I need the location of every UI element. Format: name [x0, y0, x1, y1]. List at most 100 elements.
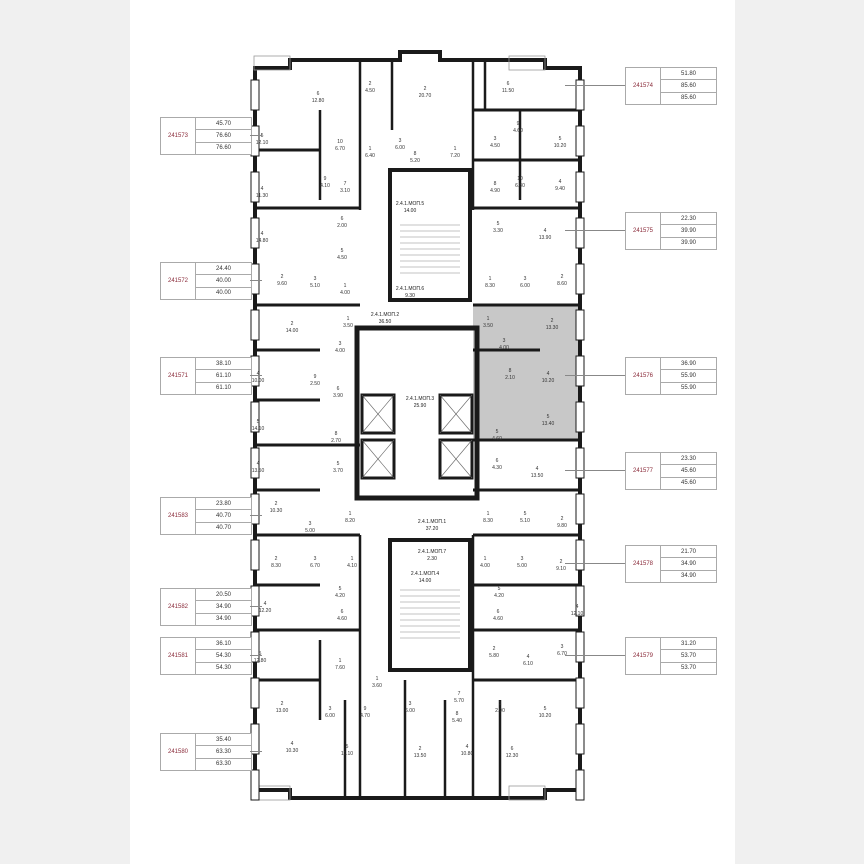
room-area: 2.50: [310, 381, 320, 387]
area-value: 85.60: [661, 80, 716, 93]
elevator-shaft: [438, 393, 474, 435]
room-number: 1: [499, 701, 502, 707]
room-number: 2: [369, 81, 372, 87]
window: [575, 263, 585, 295]
elevator-core: [354, 325, 480, 501]
room-area: 9.80: [557, 523, 567, 529]
common-area-code: 2.4.1.МОП.6: [396, 286, 425, 292]
room-area: 8.30: [485, 283, 495, 289]
leader-line: [565, 375, 625, 376]
room-area: 6.00: [325, 713, 335, 719]
area-value: 34.90: [196, 601, 251, 614]
corner-ornament: [508, 55, 546, 71]
room-area: 2.70: [331, 438, 341, 444]
room-number: 10: [337, 139, 343, 145]
apartment-id: 241572: [161, 263, 196, 299]
room-area: 2.10: [505, 375, 515, 381]
room-area: 3.70: [333, 468, 343, 474]
room-number: 3: [339, 341, 342, 347]
room-number: 1: [454, 146, 457, 152]
window: [250, 309, 260, 341]
corner-ornament: [253, 55, 291, 71]
leader-line: [250, 135, 262, 136]
room-area: 14.00: [286, 328, 299, 334]
room-number: 4: [257, 371, 260, 377]
area-value: 34.90: [661, 558, 716, 571]
room-area: 7.60: [335, 665, 345, 671]
area-value: 24.40: [196, 263, 251, 276]
room-number: 5: [497, 221, 500, 227]
room-area: 4.00: [499, 345, 509, 351]
room-area: 6.00: [395, 145, 405, 151]
area-value: 61.10: [196, 370, 251, 383]
room-number: 3: [494, 136, 497, 142]
room-area: 5.00: [305, 528, 315, 534]
room-area: 6.10: [523, 661, 533, 667]
room-area: 10.20: [539, 713, 552, 719]
room-area: 12.80: [312, 98, 325, 104]
room-number: 4: [261, 186, 264, 192]
room-area: 3.50: [343, 323, 353, 329]
leader-line: [565, 655, 625, 656]
room-area: 3.30: [493, 228, 503, 234]
common-area-code: 2.4.1.МОП.4: [411, 571, 440, 577]
room-area: 10.20: [554, 143, 567, 149]
room-area: 4.90: [490, 188, 500, 194]
room-number: 10: [517, 176, 523, 182]
leader-line: [250, 375, 262, 376]
room-number: 1: [349, 511, 352, 517]
window: [575, 585, 585, 617]
room-number: 4: [536, 466, 539, 472]
room-area: 10.00: [252, 378, 265, 384]
room-number: 5: [498, 586, 501, 592]
room-area: 4.50: [365, 88, 375, 94]
room-area: 2.90: [495, 708, 505, 714]
room-number: 5: [341, 248, 344, 254]
room-area: 8.30: [483, 518, 493, 524]
window: [575, 677, 585, 709]
room-area: 9.10: [556, 566, 566, 572]
room-number: 2: [560, 559, 563, 565]
common-area-code: 2.4.1.МОП.3: [406, 396, 435, 402]
common-area-size: 36.50: [379, 319, 392, 325]
room-area: 14.10: [252, 426, 265, 432]
room-area: 13.30: [546, 325, 559, 331]
room-number: 1: [376, 676, 379, 682]
room-number: 5: [547, 414, 550, 420]
room-area: 8.60: [557, 281, 567, 287]
room-number: 9: [324, 176, 327, 182]
room-area: 11.10: [341, 751, 353, 757]
common-area-code: 2.4.1.МОП.5: [396, 201, 425, 207]
room-number: 5: [524, 511, 527, 517]
room-area: 4.10: [320, 183, 330, 189]
common-area-size: 25.90: [414, 403, 427, 409]
room-area: 4.00: [335, 348, 345, 354]
window: [575, 79, 585, 111]
room-number: 5: [259, 651, 262, 657]
room-area: 13.50: [414, 753, 427, 759]
room-area: 12.80: [254, 658, 267, 664]
area-value: 45.70: [196, 118, 251, 131]
area-value: 54.30: [215, 665, 231, 672]
room-area: 13.90: [539, 235, 552, 241]
elevator-shaft: [438, 438, 474, 480]
common-area-size: 14.00: [404, 208, 417, 214]
room-area: 3.50: [483, 323, 493, 329]
room-area: 6.70: [557, 651, 567, 657]
window: [575, 355, 585, 387]
area-value: 61.10: [215, 385, 231, 392]
room-area: 13.40: [542, 421, 555, 427]
